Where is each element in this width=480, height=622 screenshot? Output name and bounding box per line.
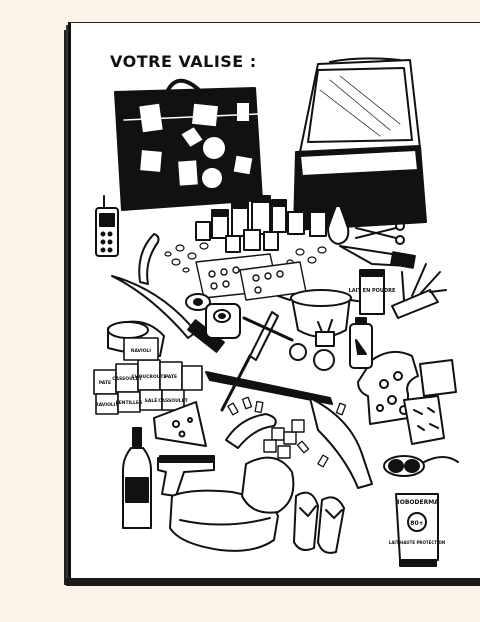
flask-bottle-icon [327,205,350,245]
can-label-2: CASSOULET [112,376,142,382]
can-label-4: PATE [165,374,177,380]
sunscreen-brand-label: BOBODERMA [395,499,439,506]
sunscreen-spf-label: 80+ [410,520,423,527]
can-label-8: CASSOULET [158,398,188,404]
patterned-bag-icon [403,395,445,445]
machete-icon [111,275,225,353]
notebook-binding [64,30,70,585]
can-label-1: PATE [99,380,111,386]
multitool-knife-icon [391,263,447,319]
flip-flops-icon [293,491,345,554]
mobile-phone-icon [95,195,119,257]
floral-shirt-icon [357,350,419,425]
page-bottom-edge [66,578,480,586]
cheese-wedge-icon [153,401,207,447]
open-suitcase-icon [293,57,427,231]
folded-shorts-icon [419,359,457,397]
sugar-cubes-icon [263,419,305,459]
can-label-6: LENTILLES [116,400,143,406]
coins-icon [164,242,327,273]
can-label-7: SALÉ [145,396,158,404]
closed-suitcase-icon [114,78,263,211]
milk-label: LAIT EN POUDRE [349,288,396,294]
ravioli-label: RAVIOLI [131,348,151,354]
glove-icon [241,456,295,514]
can-label-5: RAVIOLIS [95,402,118,408]
ammo-belt-icon [225,413,277,449]
canned-food-stack-icon [93,337,203,415]
wine-bottle-icon [122,427,152,529]
powdered-milk-box-icon [359,269,385,315]
sunscreen-tube-icon [395,493,439,567]
sausage-icon [138,233,160,285]
cooking-pot-icon [277,289,365,347]
compass-icon [289,343,335,371]
bullets-icon [227,396,347,468]
page-title: VOTRE VALISE : [110,52,257,71]
can-label-3: CHOUCROUTE [132,374,167,380]
shotgun-icon [205,371,373,489]
scissors-icon [355,221,405,245]
snorkel-mask-icon [383,455,459,477]
sunscreen-desc-label: LAIT HAUTE PROTECTION [389,540,445,545]
medicine-bottles-icon [195,195,327,253]
blister-packs-icon [195,253,307,301]
toilet-paper-icon [185,293,241,339]
water-bottle-icon [349,317,373,369]
